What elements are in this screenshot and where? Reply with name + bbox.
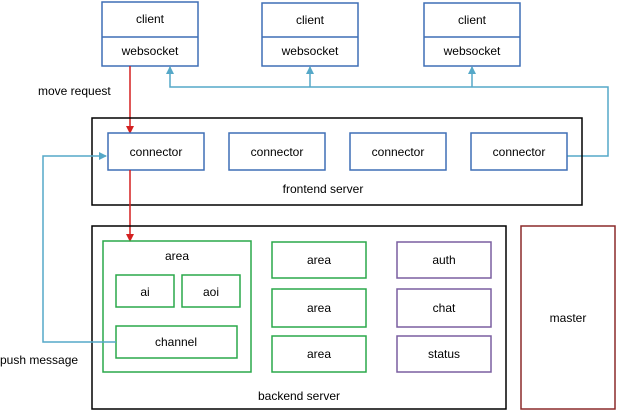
connector-box-4: connector xyxy=(470,132,568,171)
master-box: master xyxy=(520,225,616,410)
ai-box: ai xyxy=(115,274,175,308)
backend-server: backend server xyxy=(91,225,507,410)
area-box-3: area xyxy=(271,335,367,373)
client-box-1: client websocket xyxy=(101,1,199,67)
client-label: client xyxy=(296,13,325,27)
client-box-2: client websocket xyxy=(261,2,359,67)
channel-label: channel xyxy=(155,335,197,349)
auth-label: auth xyxy=(432,253,455,267)
frontend-server: frontend server xyxy=(91,117,583,206)
auth-box: auth xyxy=(396,241,492,279)
backend-server-title: backend server xyxy=(258,389,340,403)
area-label: area xyxy=(307,301,331,315)
status-box: status xyxy=(396,335,492,373)
channel-box: channel xyxy=(115,325,238,359)
client-label: client xyxy=(136,12,165,26)
area-label: area xyxy=(307,253,331,267)
aoi-label: aoi xyxy=(203,285,219,299)
master-label: master xyxy=(550,311,587,325)
client-box-3: client websocket xyxy=(423,2,521,67)
connector-box-2: connector xyxy=(228,132,326,171)
area-label: area xyxy=(307,347,331,361)
connector-label: connector xyxy=(251,145,304,159)
connector-label: connector xyxy=(372,145,425,159)
push-message-label: push message xyxy=(0,353,78,367)
ai-label: ai xyxy=(140,285,149,299)
main-area-title: area xyxy=(165,249,189,263)
connector-label: connector xyxy=(130,145,183,159)
status-label: status xyxy=(428,347,460,361)
aoi-box: aoi xyxy=(181,274,241,308)
connector-box-3: connector xyxy=(349,132,447,171)
chat-label: chat xyxy=(433,301,456,315)
area-box-1: area xyxy=(271,241,367,279)
websocket-label: websocket xyxy=(281,44,339,58)
broadcast-line xyxy=(166,66,609,157)
connector-box-1: connector xyxy=(107,132,205,171)
websocket-label: websocket xyxy=(121,44,179,58)
connector-label: connector xyxy=(493,145,546,159)
client-label: client xyxy=(458,13,487,27)
frontend-server-title: frontend server xyxy=(283,182,364,196)
main-area: area xyxy=(102,240,252,373)
area-box-2: area xyxy=(271,288,367,328)
chat-box: chat xyxy=(396,288,492,328)
websocket-label: websocket xyxy=(443,44,501,58)
move-request-label: move request xyxy=(38,84,111,98)
push-message-line xyxy=(42,152,116,343)
